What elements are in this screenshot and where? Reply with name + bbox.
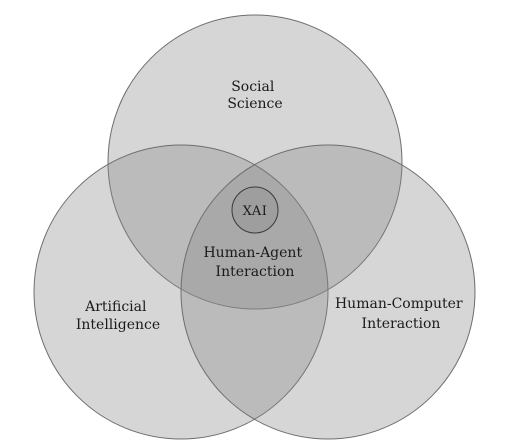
xai-label: XAI <box>243 204 268 219</box>
artificial-intelligence-label-line-1: Artificial <box>84 299 147 315</box>
social-science-label-line-2: Science <box>227 96 282 112</box>
artificial-intelligence-label-line-2: Intelligence <box>76 317 160 333</box>
human-computer-interaction-label-line-2: Interaction <box>362 316 441 332</box>
human-agent-interaction-label: Human-Agent Interaction <box>203 245 306 280</box>
human-computer-interaction-label: Human-Computer Interaction <box>335 296 467 332</box>
social-science-circle <box>107 14 403 310</box>
xai-circle <box>231 186 279 234</box>
social-science-label-line-1: Social <box>231 79 275 95</box>
human-agent-interaction-label-line-2: Interaction <box>216 264 295 280</box>
human-computer-interaction-circle <box>180 144 476 440</box>
human-computer-interaction-label-line-1: Human-Computer <box>335 296 463 312</box>
artificial-intelligence-label: Artificial Intelligence <box>76 299 160 333</box>
human-agent-interaction-label-line-1: Human-Agent <box>203 245 302 261</box>
social-science-label: Social Science <box>227 79 282 112</box>
